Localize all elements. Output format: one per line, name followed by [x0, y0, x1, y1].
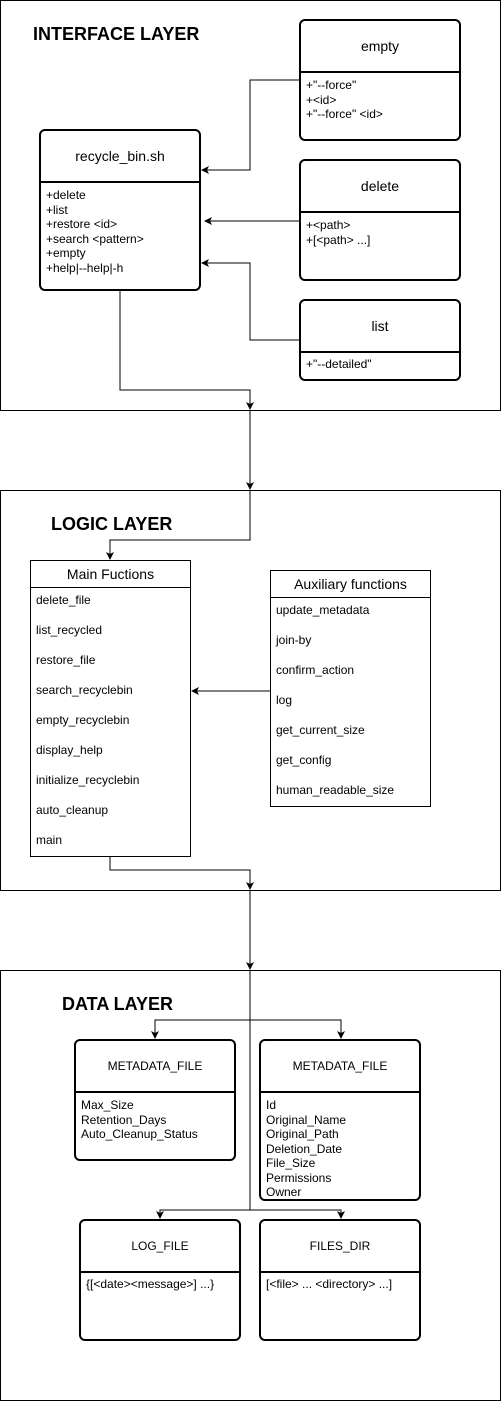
recycle-bin-script-header: recycle_bin.sh	[41, 131, 199, 183]
option-item: +"--force" <id>	[306, 107, 383, 121]
list-command-box[interactable]: list +"--detailed"	[299, 299, 461, 381]
auxiliary-functions-header: Auxiliary functions	[271, 571, 430, 598]
metadata-fields: Id Original_Name Original_Path Deletion_…	[266, 1098, 346, 1200]
metadata-file-name: METADATA_FILE	[292, 1059, 388, 1073]
delete-command-options: +<path> +[<path> ...]	[306, 218, 370, 247]
empty-command-name: empty	[360, 38, 400, 54]
command-item: +delete	[46, 188, 86, 202]
log-file-name: LOG_FILE	[131, 1239, 189, 1253]
field-item: Original_Name	[266, 1112, 347, 1127]
field-item: Permissions	[266, 1170, 332, 1185]
function-item: confirm_action	[276, 663, 355, 677]
files-dir-name: FILES_DIR	[309, 1239, 371, 1253]
list-command-header: list	[301, 301, 459, 353]
function-item: log	[276, 693, 293, 707]
option-item: +"--detailed"	[306, 357, 372, 371]
function-item: display_help	[36, 743, 103, 757]
function-item: human_readable_size	[276, 783, 395, 797]
main-functions-header: Main Fuctions	[31, 561, 190, 588]
option-item: +<path>	[306, 218, 351, 232]
function-item: update_metadata	[276, 603, 370, 617]
function-item: empty_recyclebin	[36, 713, 130, 727]
empty-command-box[interactable]: empty +"--force" +<id> +"--force" <id>	[299, 19, 461, 141]
field-item: Retention_Days	[81, 1112, 167, 1127]
function-item: delete_file	[36, 593, 91, 607]
logic-layer-title: LOGIC LAYER	[51, 514, 173, 534]
command-item: +help|--help|-h	[46, 260, 124, 275]
metadata-file-header: METADATA_FILE	[261, 1041, 419, 1093]
field-item: {[<date><message>] ...}	[86, 1277, 215, 1291]
delete-command-header: delete	[301, 161, 459, 213]
field-item: Id	[266, 1098, 277, 1112]
main-functions-title: Main Fuctions	[66, 566, 155, 582]
function-item: restore_file	[36, 653, 96, 667]
field-item: Max_Size	[81, 1098, 134, 1112]
function-item: get_config	[276, 753, 332, 767]
command-item: +empty	[46, 246, 86, 260]
function-item: join-by	[276, 633, 312, 647]
metadata-file-box[interactable]: METADATA_FILE Id Original_Name Original_…	[259, 1039, 421, 1201]
recycle-bin-script-box[interactable]: recycle_bin.sh +delete +list +restore <i…	[39, 129, 201, 291]
field-item: File_Size	[266, 1156, 316, 1170]
field-item: Deletion_Date	[266, 1141, 343, 1156]
function-item: list_recycled	[36, 623, 103, 637]
list-command-options: +"--detailed"	[306, 357, 372, 372]
config-fields: Max_Size Retention_Days Auto_Cleanup_Sta…	[81, 1098, 198, 1142]
command-item: +search <pattern>	[46, 231, 144, 246]
log-file-box[interactable]: LOG_FILE {[<date><message>] ...}	[79, 1219, 241, 1341]
field-item: Original_Path	[266, 1127, 339, 1141]
config-metadata-file-name: METADATA_FILE	[107, 1059, 203, 1073]
files-dir-box[interactable]: FILES_DIR [<file> ... <directory> ...]	[259, 1219, 421, 1341]
main-functions-box[interactable]: Main Fuctions delete_file list_recycled …	[30, 560, 191, 857]
auxiliary-functions-title: Auxiliary functions	[294, 576, 407, 592]
function-item: auto_cleanup	[36, 803, 109, 817]
delete-command-box[interactable]: delete +<path> +[<path> ...]	[299, 159, 461, 281]
command-item: +list	[46, 202, 68, 217]
list-command-name: list	[371, 318, 389, 334]
data-layer-title: DATA LAYER	[62, 994, 174, 1014]
command-item: +restore <id>	[46, 217, 118, 231]
interface-layer-title: INTERFACE LAYER	[33, 24, 200, 44]
function-item: search_recyclebin	[36, 683, 133, 697]
auxiliary-functions-box[interactable]: Auxiliary functions update_metadata join…	[270, 570, 431, 807]
log-file-header: LOG_FILE	[81, 1221, 239, 1273]
function-item: initialize_recyclebin	[36, 773, 140, 787]
log-file-format: {[<date><message>] ...}	[86, 1277, 214, 1292]
field-item: [<file> ... <directory> ...]	[266, 1277, 393, 1291]
empty-command-header: empty	[301, 21, 459, 73]
field-item: Auto_Cleanup_Status	[81, 1127, 198, 1141]
recycle-bin-script-commands: +delete +list +restore <id> +search <pat…	[46, 188, 144, 275]
files-dir-header: FILES_DIR	[261, 1221, 419, 1273]
function-item: main	[36, 833, 63, 847]
field-item: Owner	[266, 1185, 302, 1199]
data-layer: DATA LAYER	[0, 970, 501, 1401]
option-item: +<id>	[306, 92, 337, 107]
config-metadata-file-box[interactable]: METADATA_FILE Max_Size Retention_Days Au…	[74, 1039, 236, 1161]
option-item: +"--force"	[306, 78, 357, 92]
empty-command-options: +"--force" +<id> +"--force" <id>	[306, 78, 383, 122]
option-item: +[<path> ...]	[306, 232, 371, 247]
recycle-bin-script-name: recycle_bin.sh	[75, 148, 165, 164]
function-item: get_current_size	[276, 723, 365, 737]
delete-command-name: delete	[360, 178, 400, 194]
config-metadata-file-header: METADATA_FILE	[76, 1041, 234, 1093]
files-dir-format: [<file> ... <directory> ...]	[266, 1277, 392, 1292]
